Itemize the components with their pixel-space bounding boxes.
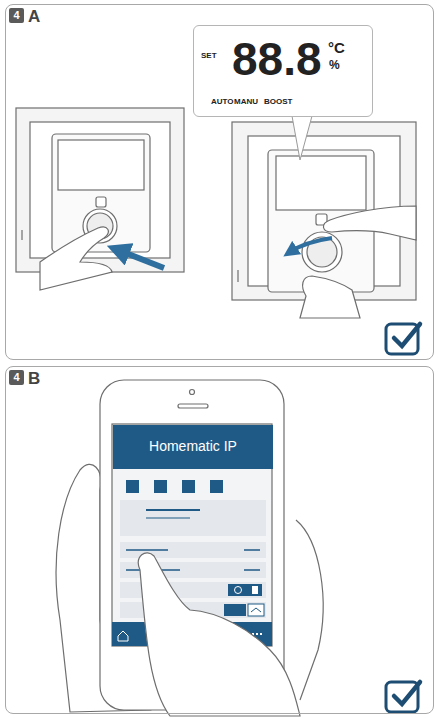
hand-left bbox=[40, 227, 112, 290]
hand-finger bbox=[138, 520, 323, 716]
step-badge: 4 bbox=[9, 8, 24, 23]
panel: A4SET 88.8 °C% AUTOMANU BOOST bbox=[5, 4, 434, 360]
lcd-symbol: % bbox=[329, 59, 340, 71]
lcd-symbol: 88.8 bbox=[232, 36, 322, 82]
app-header: Homematic IP bbox=[113, 425, 273, 469]
thermostat-left bbox=[16, 108, 184, 272]
lcd-symbol: SET bbox=[201, 52, 217, 60]
lcd-callout: SET 88.8 °C% AUTOMANU BOOST bbox=[193, 25, 373, 117]
panel-label: B bbox=[28, 370, 40, 387]
step-badge: 4 bbox=[9, 370, 24, 385]
panel-label: 4 bbox=[9, 372, 24, 383]
hand-right bbox=[300, 206, 416, 318]
push-arrow bbox=[118, 250, 164, 268]
lcd-symbol: BOOST bbox=[264, 98, 292, 106]
rotate-arrow bbox=[290, 238, 332, 252]
panel-label: A bbox=[28, 8, 40, 25]
checkmark-a bbox=[386, 324, 420, 354]
app-title: Homematic IP bbox=[113, 439, 273, 453]
thermostat-right bbox=[232, 122, 416, 300]
panel-label: 4 bbox=[9, 10, 24, 21]
checkmark-b bbox=[386, 682, 420, 712]
panel: B4Homematic IP bbox=[5, 366, 434, 714]
callout-leader bbox=[292, 116, 312, 160]
lcd-symbol: AUTO bbox=[211, 98, 234, 106]
lcd-symbol: MANU bbox=[234, 98, 258, 106]
lcd-symbol: °C bbox=[328, 40, 345, 55]
